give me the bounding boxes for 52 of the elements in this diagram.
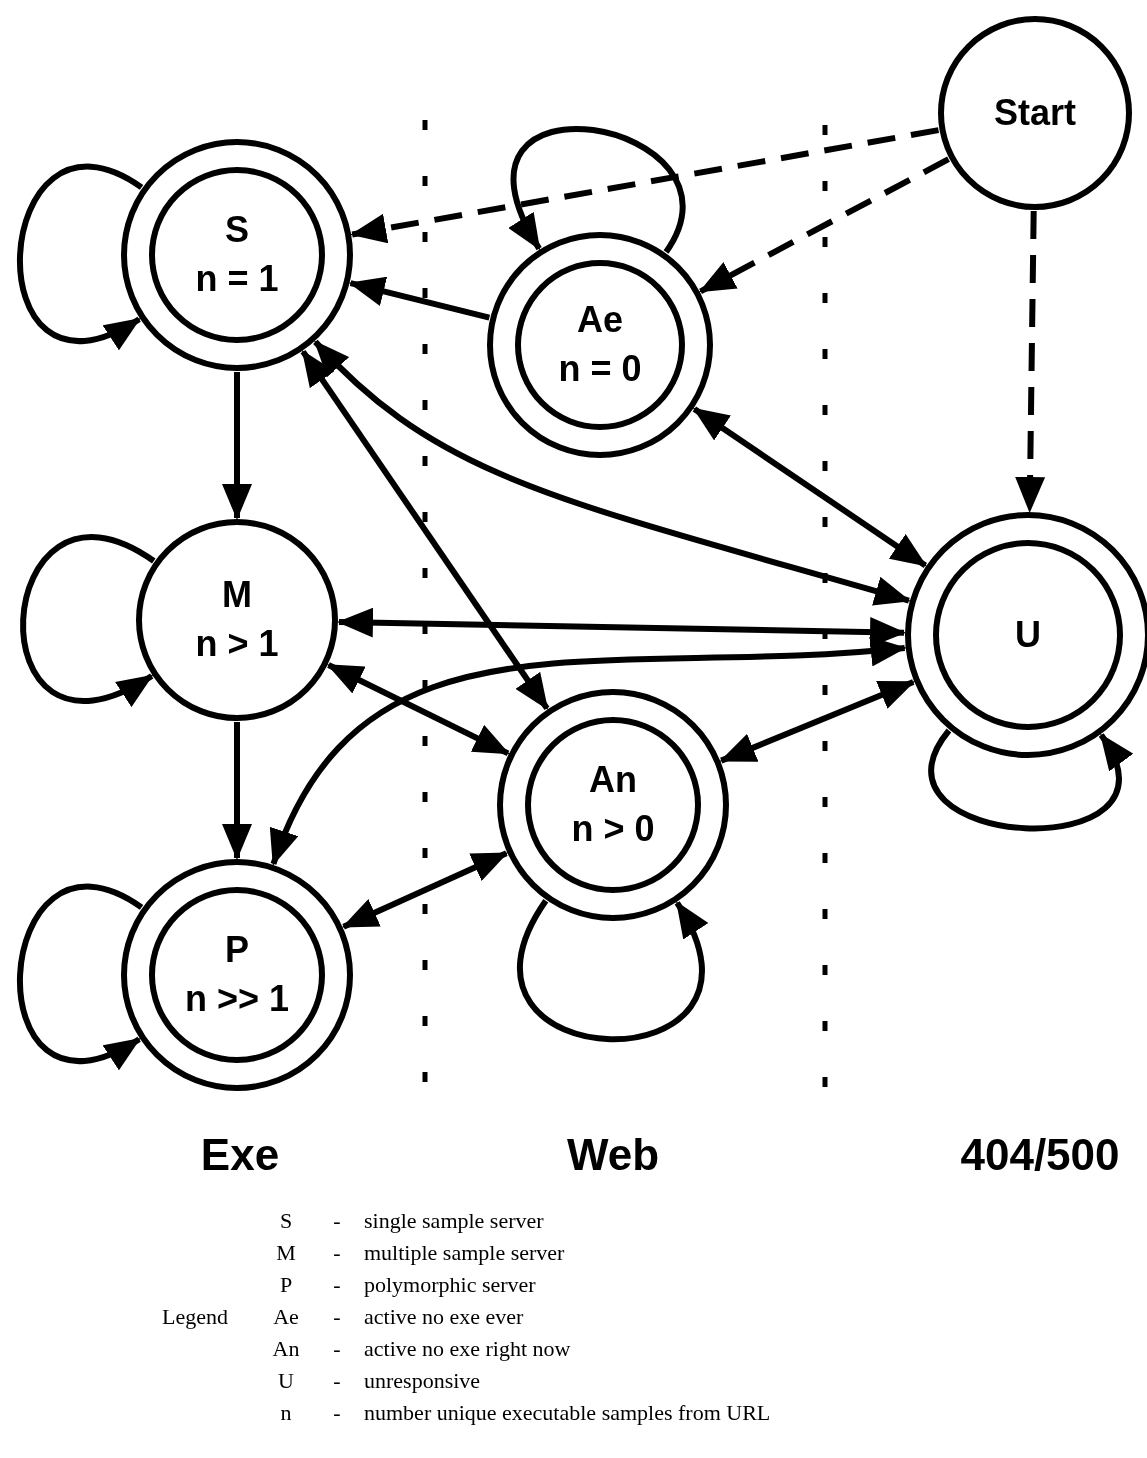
legend-key: Ae	[273, 1299, 299, 1333]
legend-key: U	[278, 1363, 294, 1397]
state-label: n = 0	[558, 347, 642, 391]
legend-description: active no exe ever	[364, 1302, 524, 1331]
dashed-arrow	[698, 156, 950, 294]
state-label: n > 1	[195, 622, 279, 666]
legend-dash: -	[333, 1334, 341, 1363]
state-label: Start	[994, 90, 1076, 135]
column-label: Web	[566, 1129, 660, 1181]
legend-description: unresponsive	[364, 1366, 481, 1395]
state-label: Ae	[576, 298, 623, 343]
loop-arrow	[17, 164, 143, 348]
column-label: 404/500	[960, 1129, 1120, 1181]
state-label: P	[225, 928, 249, 973]
legend-key: P	[279, 1267, 293, 1301]
arrow	[692, 406, 928, 568]
legend-dash: -	[333, 1238, 341, 1267]
arrow	[341, 850, 509, 930]
legend-dash: -	[333, 1302, 341, 1331]
loop-arrow	[17, 884, 143, 1068]
legend-key: S	[279, 1203, 293, 1237]
loop-arrow	[510, 126, 684, 254]
arrow	[326, 662, 510, 757]
state-label: n > 0	[571, 807, 655, 851]
legend-description: number unique executable samples from URL	[364, 1398, 771, 1427]
legend-key: M	[276, 1235, 296, 1269]
arrow	[719, 679, 916, 764]
loop-arrow	[929, 729, 1131, 832]
legend-dash: -	[333, 1206, 341, 1235]
state-label: An	[589, 758, 637, 803]
arrow	[222, 722, 252, 860]
legend-description: polymorphic server	[364, 1270, 536, 1299]
state-label: M	[222, 573, 252, 618]
legend-dash: -	[333, 1398, 341, 1427]
state-label: U	[1015, 612, 1041, 657]
legend-description: single sample server	[364, 1206, 544, 1235]
state-label: n = 1	[195, 257, 279, 301]
legend-description: active no exe right now	[364, 1334, 571, 1363]
column-label: Exe	[200, 1129, 280, 1181]
legend-dash: -	[333, 1270, 341, 1299]
legend-heading: Legend	[162, 1303, 228, 1329]
legend-key: An	[272, 1331, 300, 1365]
state-label: S	[225, 208, 249, 253]
arrow	[222, 372, 252, 520]
loop-arrow	[20, 534, 156, 705]
legend-description: multiple sample server	[364, 1238, 565, 1267]
dashed-arrow	[1015, 210, 1046, 513]
legend-key: n	[280, 1395, 292, 1429]
state-label: n >> 1	[184, 977, 290, 1021]
loop-arrow	[517, 899, 706, 1042]
legend-dash: -	[333, 1366, 341, 1395]
arrow	[300, 349, 550, 711]
